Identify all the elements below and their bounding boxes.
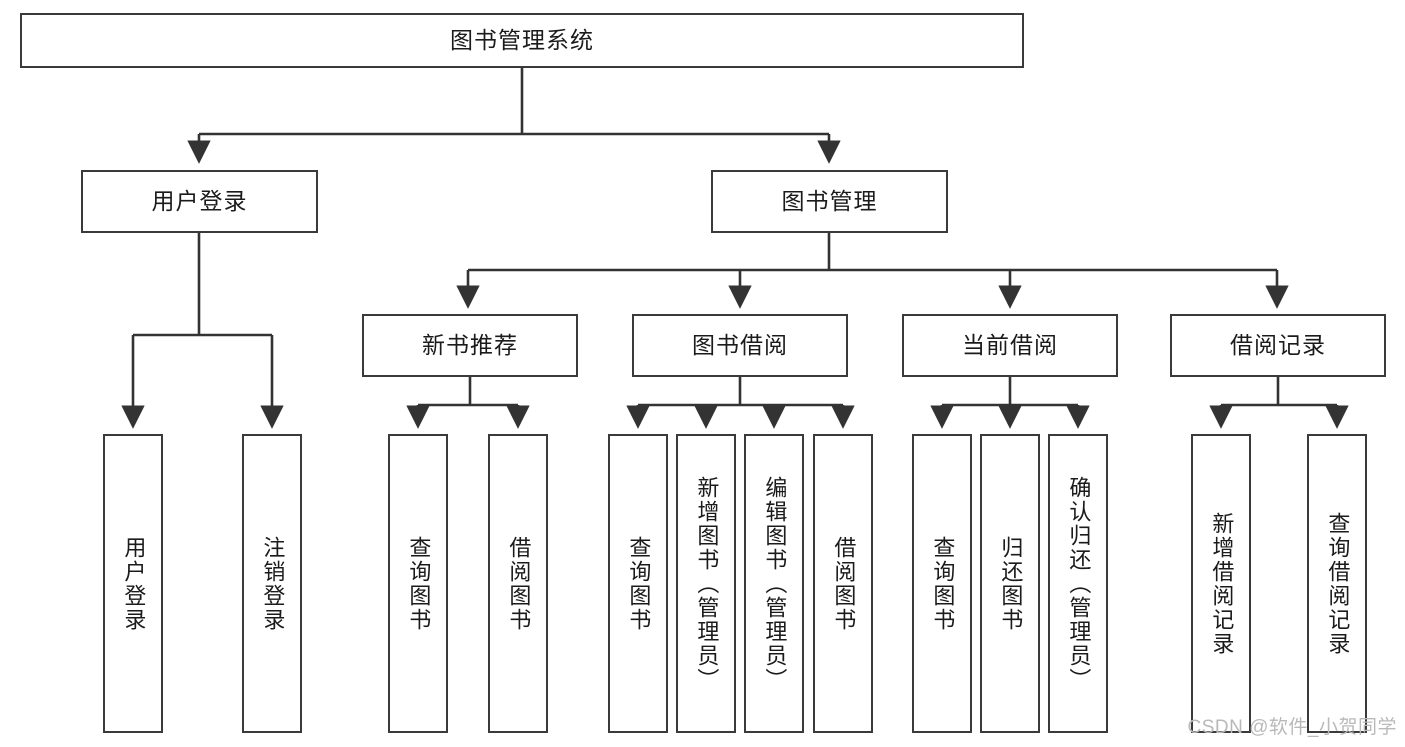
- leaf-user-logout[interactable]: 注销登录: [242, 434, 302, 733]
- node-label: 用户登录: [151, 187, 248, 214]
- node-book-management[interactable]: 图书管理: [711, 170, 948, 233]
- node-label: 用户登录: [121, 535, 147, 632]
- node-label: 编辑图书（管理员）: [762, 475, 788, 692]
- leaf-record-add-record[interactable]: 新增借阅记录: [1191, 434, 1251, 733]
- node-user-login[interactable]: 用户登录: [81, 170, 318, 233]
- node-label: 查询图书: [406, 535, 432, 632]
- leaf-borrow-borrow-book[interactable]: 借阅图书: [813, 434, 873, 733]
- node-label: 借阅图书: [506, 535, 532, 632]
- node-label: 查询借阅记录: [1325, 511, 1351, 656]
- leaf-current-query-book[interactable]: 查询图书: [912, 434, 972, 733]
- node-borrow-record[interactable]: 借阅记录: [1170, 314, 1386, 377]
- leaf-borrow-edit-book-admin[interactable]: 编辑图书（管理员）: [744, 434, 804, 733]
- node-label: 图书借阅: [692, 331, 788, 358]
- leaf-user-login[interactable]: 用户登录: [103, 434, 163, 733]
- node-label: 查询图书: [626, 535, 652, 632]
- node-label: 查询图书: [930, 535, 956, 632]
- node-label: 图书管理系统: [450, 26, 594, 53]
- node-root-system[interactable]: 图书管理系统: [20, 13, 1024, 68]
- node-label: 归还图书: [998, 535, 1024, 632]
- leaf-record-query-record[interactable]: 查询借阅记录: [1307, 434, 1367, 733]
- leaf-current-return-book[interactable]: 归还图书: [980, 434, 1040, 733]
- node-label: 图书管理: [781, 187, 878, 214]
- node-label: 新增图书（管理员）: [694, 475, 720, 692]
- node-book-borrow[interactable]: 图书借阅: [632, 314, 848, 377]
- node-current-borrow[interactable]: 当前借阅: [902, 314, 1118, 377]
- node-label: 借阅记录: [1230, 331, 1326, 358]
- leaf-borrow-add-book-admin[interactable]: 新增图书（管理员）: [676, 434, 736, 733]
- leaf-borrow-query-book[interactable]: 查询图书: [608, 434, 668, 733]
- node-label: 确认归还（管理员）: [1066, 475, 1092, 692]
- node-label: 借阅图书: [831, 535, 857, 632]
- leaf-current-confirm-return-admin[interactable]: 确认归还（管理员）: [1048, 434, 1108, 733]
- leaf-recommend-query-book[interactable]: 查询图书: [388, 434, 448, 733]
- leaf-recommend-borrow-book[interactable]: 借阅图书: [488, 434, 548, 733]
- node-label: 新书推荐: [422, 331, 518, 358]
- node-label: 注销登录: [260, 535, 286, 632]
- csdn-watermark: CSDN @软件_小贺同学: [1187, 717, 1397, 738]
- node-label: 新增借阅记录: [1209, 511, 1235, 656]
- node-new-book-recommend[interactable]: 新书推荐: [362, 314, 578, 377]
- node-label: 当前借阅: [962, 331, 1058, 358]
